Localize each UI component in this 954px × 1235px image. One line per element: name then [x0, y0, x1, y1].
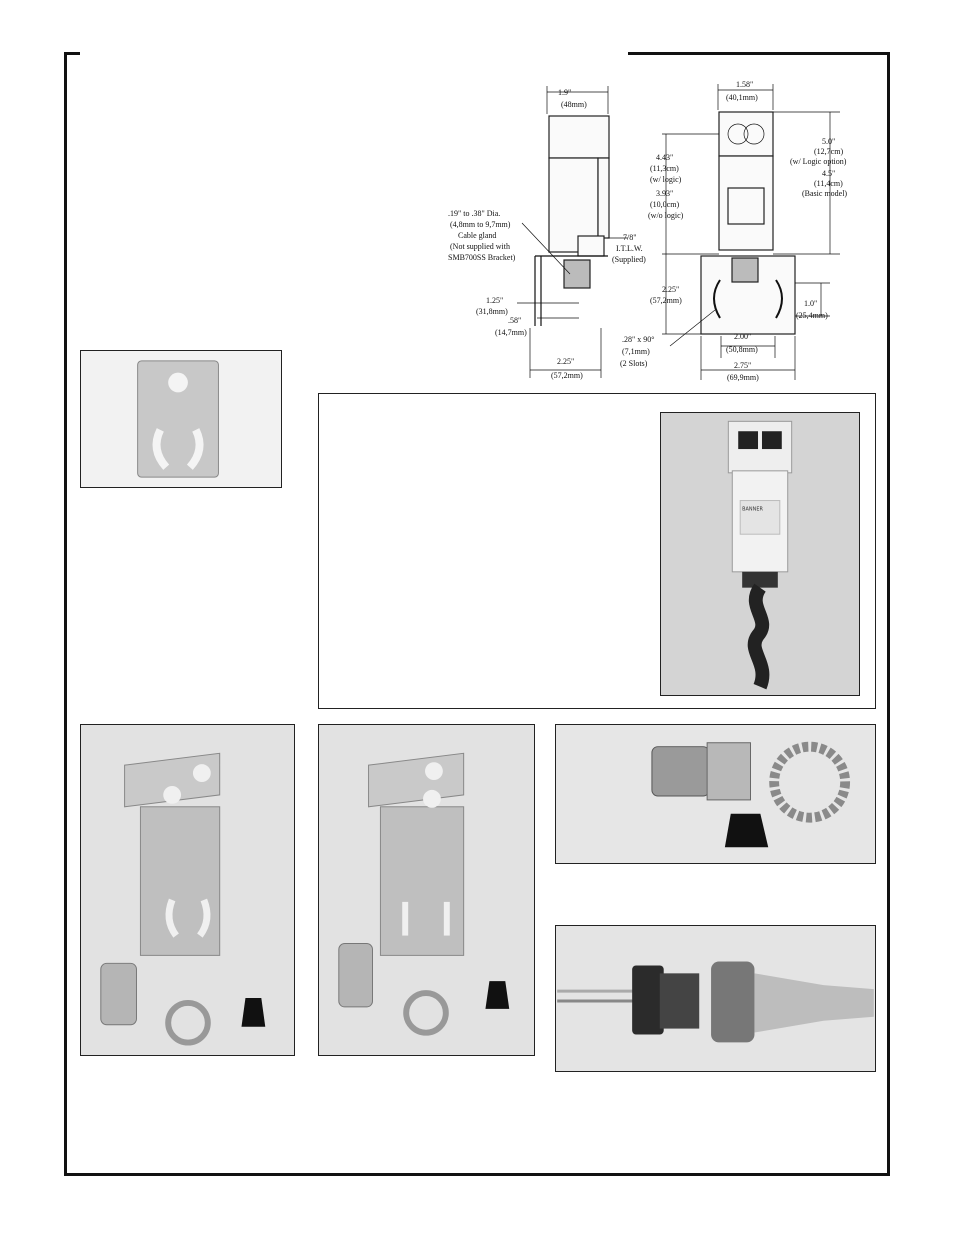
- cable-dia-mm-label: (4,8mm to 9,7mm): [450, 220, 511, 229]
- front-h-label: 2.25": [662, 285, 679, 294]
- front-view: [662, 84, 840, 380]
- thread-std-label: I.T.L.W.: [616, 244, 643, 253]
- flat-bracket-image: [137, 360, 219, 478]
- height-basic-cm-label: (11,4cm): [814, 179, 843, 188]
- frame-left-border: [64, 52, 67, 1176]
- slot-spacing-label: 2.00": [734, 332, 751, 341]
- l-bracket-round-slots-image: [100, 752, 266, 1046]
- not-supplied-label: (Not supplied with: [450, 242, 510, 251]
- h-with-logic-note-label: (w/ logic): [650, 175, 682, 184]
- thread-label: 7/8": [623, 233, 637, 242]
- sensor-photo: BANNER: [660, 412, 860, 696]
- l-bracket-round-slots-photo: [80, 724, 295, 1056]
- cable-gland-label: Cable gland: [458, 231, 496, 240]
- dim-058-label: .58": [508, 316, 521, 325]
- side-view-labels: 1.9" (48mm) .19" to .38" Dia. (4,8mm to …: [448, 88, 646, 380]
- slot-spec-mm-label: (7,1mm): [622, 347, 650, 356]
- h-without-logic-cm-label: (10,0cm): [650, 200, 679, 209]
- bracket-name-label: SMB700SS Bracket): [448, 253, 516, 262]
- l-bracket-straight-slots-photo: [318, 724, 535, 1056]
- side-width-mm-label: (48mm): [561, 100, 587, 109]
- dim-058-mm-label: (14,7mm): [495, 328, 527, 337]
- side-view: [517, 86, 628, 378]
- quick-disconnect-photo: [555, 925, 876, 1072]
- thread-note-label: (Supplied): [612, 255, 646, 264]
- sensor-info-panel: [318, 393, 876, 709]
- flat-bracket-photo: [80, 350, 282, 488]
- cable-dia-label: .19" to .38" Dia.: [448, 209, 500, 218]
- front-h-mm-label: (57,2mm): [650, 296, 682, 305]
- slot-h-mm-label: (25,4mm): [796, 311, 828, 320]
- side-base-label: 2.25": [557, 357, 574, 366]
- side-base-mm-label: (57,2mm): [551, 371, 583, 380]
- l-bracket-straight-slots-image: [338, 752, 510, 1036]
- h-with-logic-cm-label: (11,3cm): [650, 164, 679, 173]
- slot-count-label: (2 Slots): [620, 359, 648, 368]
- slot-h-label: 1.0": [804, 299, 817, 308]
- height-logic-cm-label: (12,7cm): [814, 147, 843, 156]
- frame-top-left-border: [64, 52, 80, 55]
- dim-125-label: 1.25": [486, 296, 503, 305]
- h-with-logic-label: 4.43": [656, 153, 673, 162]
- height-basic-note-label: (Basic model): [802, 189, 847, 198]
- quick-disconnect-image: [557, 961, 874, 1043]
- frame-right-border: [887, 52, 890, 1176]
- slot-spec-label: .28" x 90°: [622, 335, 654, 344]
- sensor-image: BANNER: [727, 420, 793, 690]
- cable-gland-kit-image: [651, 741, 851, 848]
- dim-125-mm-label: (31,8mm): [476, 307, 508, 316]
- total-width-mm-label: (69,9mm): [727, 373, 759, 382]
- height-logic-label: 5.0": [822, 137, 835, 146]
- sensor-label-brand: BANNER: [742, 506, 763, 512]
- frame-top-right-border: [628, 52, 890, 55]
- height-basic-label: 4.5": [822, 169, 835, 178]
- h-without-logic-label: 3.93": [656, 189, 673, 198]
- frame-bottom-border: [64, 1173, 890, 1176]
- front-width-mm-label: (40,1mm): [726, 93, 758, 102]
- height-logic-note-label: (w/ Logic option): [790, 157, 847, 166]
- dimension-drawing: 1.9" (48mm) .19" to .38" Dia. (4,8mm to …: [448, 80, 847, 382]
- total-width-label: 2.75": [734, 361, 751, 370]
- cable-gland-kit-photo: [555, 724, 876, 864]
- side-width-label: 1.9": [558, 88, 571, 97]
- front-width-label: 1.58": [736, 80, 753, 89]
- h-without-logic-note-label: (w/o logic): [648, 211, 684, 220]
- slot-spacing-mm-label: (50,8mm): [726, 345, 758, 354]
- front-view-labels: 1.58" (40,1mm) 5.0" (12,7cm) (w/ Logic o…: [620, 80, 847, 382]
